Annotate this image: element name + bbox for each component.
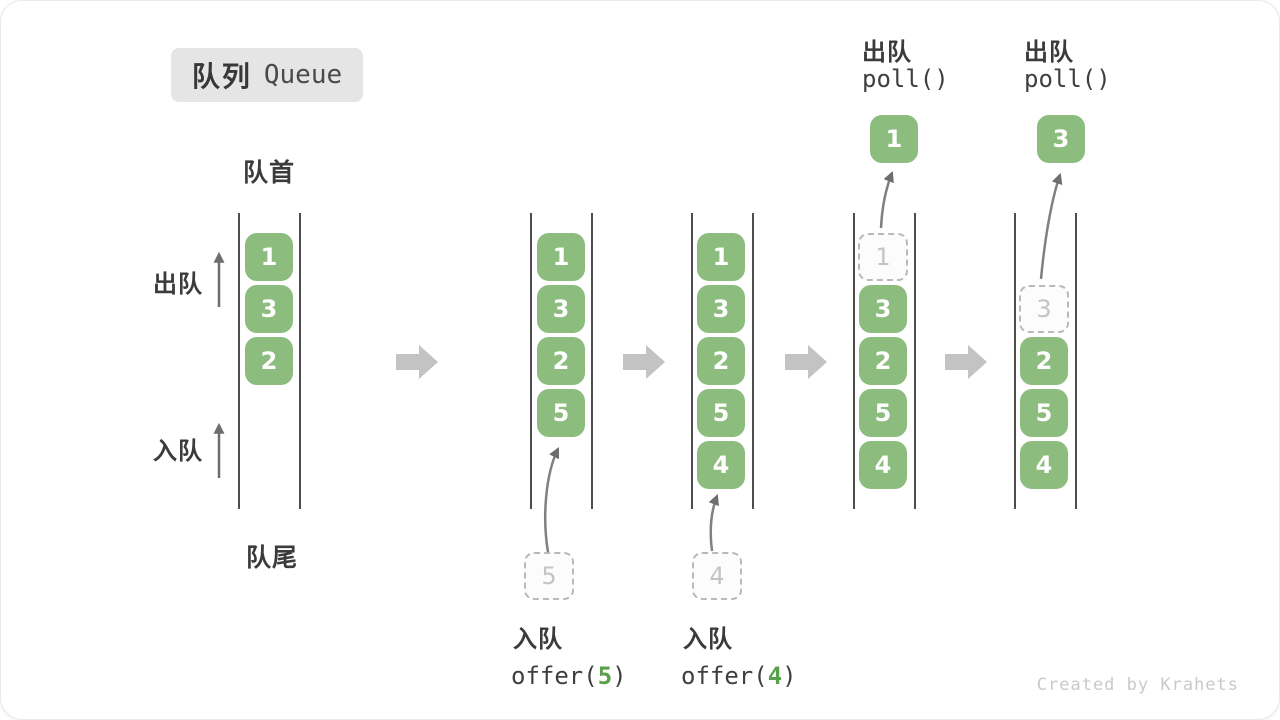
title-zh: 队列 [191,61,252,92]
queue-box: 2 [1020,337,1068,385]
queue-wall-left [238,213,240,509]
label-dequeue-op-2: 出队 [1024,39,1074,66]
queue-wall-right [1075,213,1077,509]
queue-box-dashed: 3 [1019,285,1069,333]
watermark: Created by Krahets [1036,675,1239,695]
code-offer-4: offer(4) [681,662,797,690]
poll-1-arrow [879,170,894,229]
queue-box: 4 [859,441,907,489]
queue-box: 4 [1020,441,1068,489]
queue-box: 5 [537,389,585,437]
queue-wall-left [691,213,693,509]
queue-box: 2 [245,337,293,385]
transition-arrow-2 [623,345,665,379]
outgoing-element-box: 3 [1037,115,1085,163]
queue-wall-right [591,213,593,509]
transition-arrow-1 [396,345,438,379]
queue-wall-right [752,213,754,509]
queue-box: 1 [245,233,293,281]
transition-arrow-4 [945,345,987,379]
queue-wall-left [530,213,532,509]
code-offer-5: offer(5) [511,662,627,690]
queue-box: 2 [697,337,745,385]
incoming-element-box: 5 [524,552,574,600]
title-badge: 队列 Queue [171,48,363,102]
label-enqueue-side: 入队 [153,438,203,465]
code-poll-1: poll() [862,65,949,93]
outgoing-element-box: 1 [870,115,918,163]
queue-box: 3 [859,285,907,333]
queue-wall-right [299,213,301,509]
queue-box: 2 [859,337,907,385]
operation-enqueue-4: 入队 offer(4) [681,619,797,690]
label-dequeue-side: 出队 [153,271,203,298]
queue-box: 3 [697,285,745,333]
queue-box-dashed: 1 [858,233,908,281]
code-poll-2: poll() [1024,65,1111,93]
queue-box: 5 [1020,389,1068,437]
transition-arrow-3 [785,345,827,379]
code-offer-4-arg: 4 [767,662,783,690]
code-offer-5-arg: 5 [597,662,613,690]
queue-box: 4 [697,441,745,489]
incoming-element-box: 4 [692,552,742,600]
queue-box: 3 [245,285,293,333]
label-enqueue-op-1: 入队 [513,626,563,653]
enqueue-5-arrow [544,447,560,553]
label-enqueue-op-2: 入队 [683,626,733,653]
operation-enqueue-5: 入队 offer(5) [511,619,627,690]
label-dequeue-op-1: 出队 [862,39,912,66]
queue-wall-left [853,213,855,509]
label-queue-front: 队首 [243,159,296,187]
queue-box: 5 [859,389,907,437]
title-en: Queue [263,60,343,90]
queue-box: 1 [537,233,585,281]
poll-3-arrow [1039,172,1063,280]
queue-box: 1 [697,233,745,281]
queue-wall-left [1014,213,1016,509]
queue-box: 3 [537,285,585,333]
label-queue-rear: 队尾 [246,544,299,572]
queue-wall-right [914,213,916,509]
queue-box: 2 [537,337,585,385]
enqueue-4-arrow [708,493,719,552]
queue-box: 5 [697,389,745,437]
